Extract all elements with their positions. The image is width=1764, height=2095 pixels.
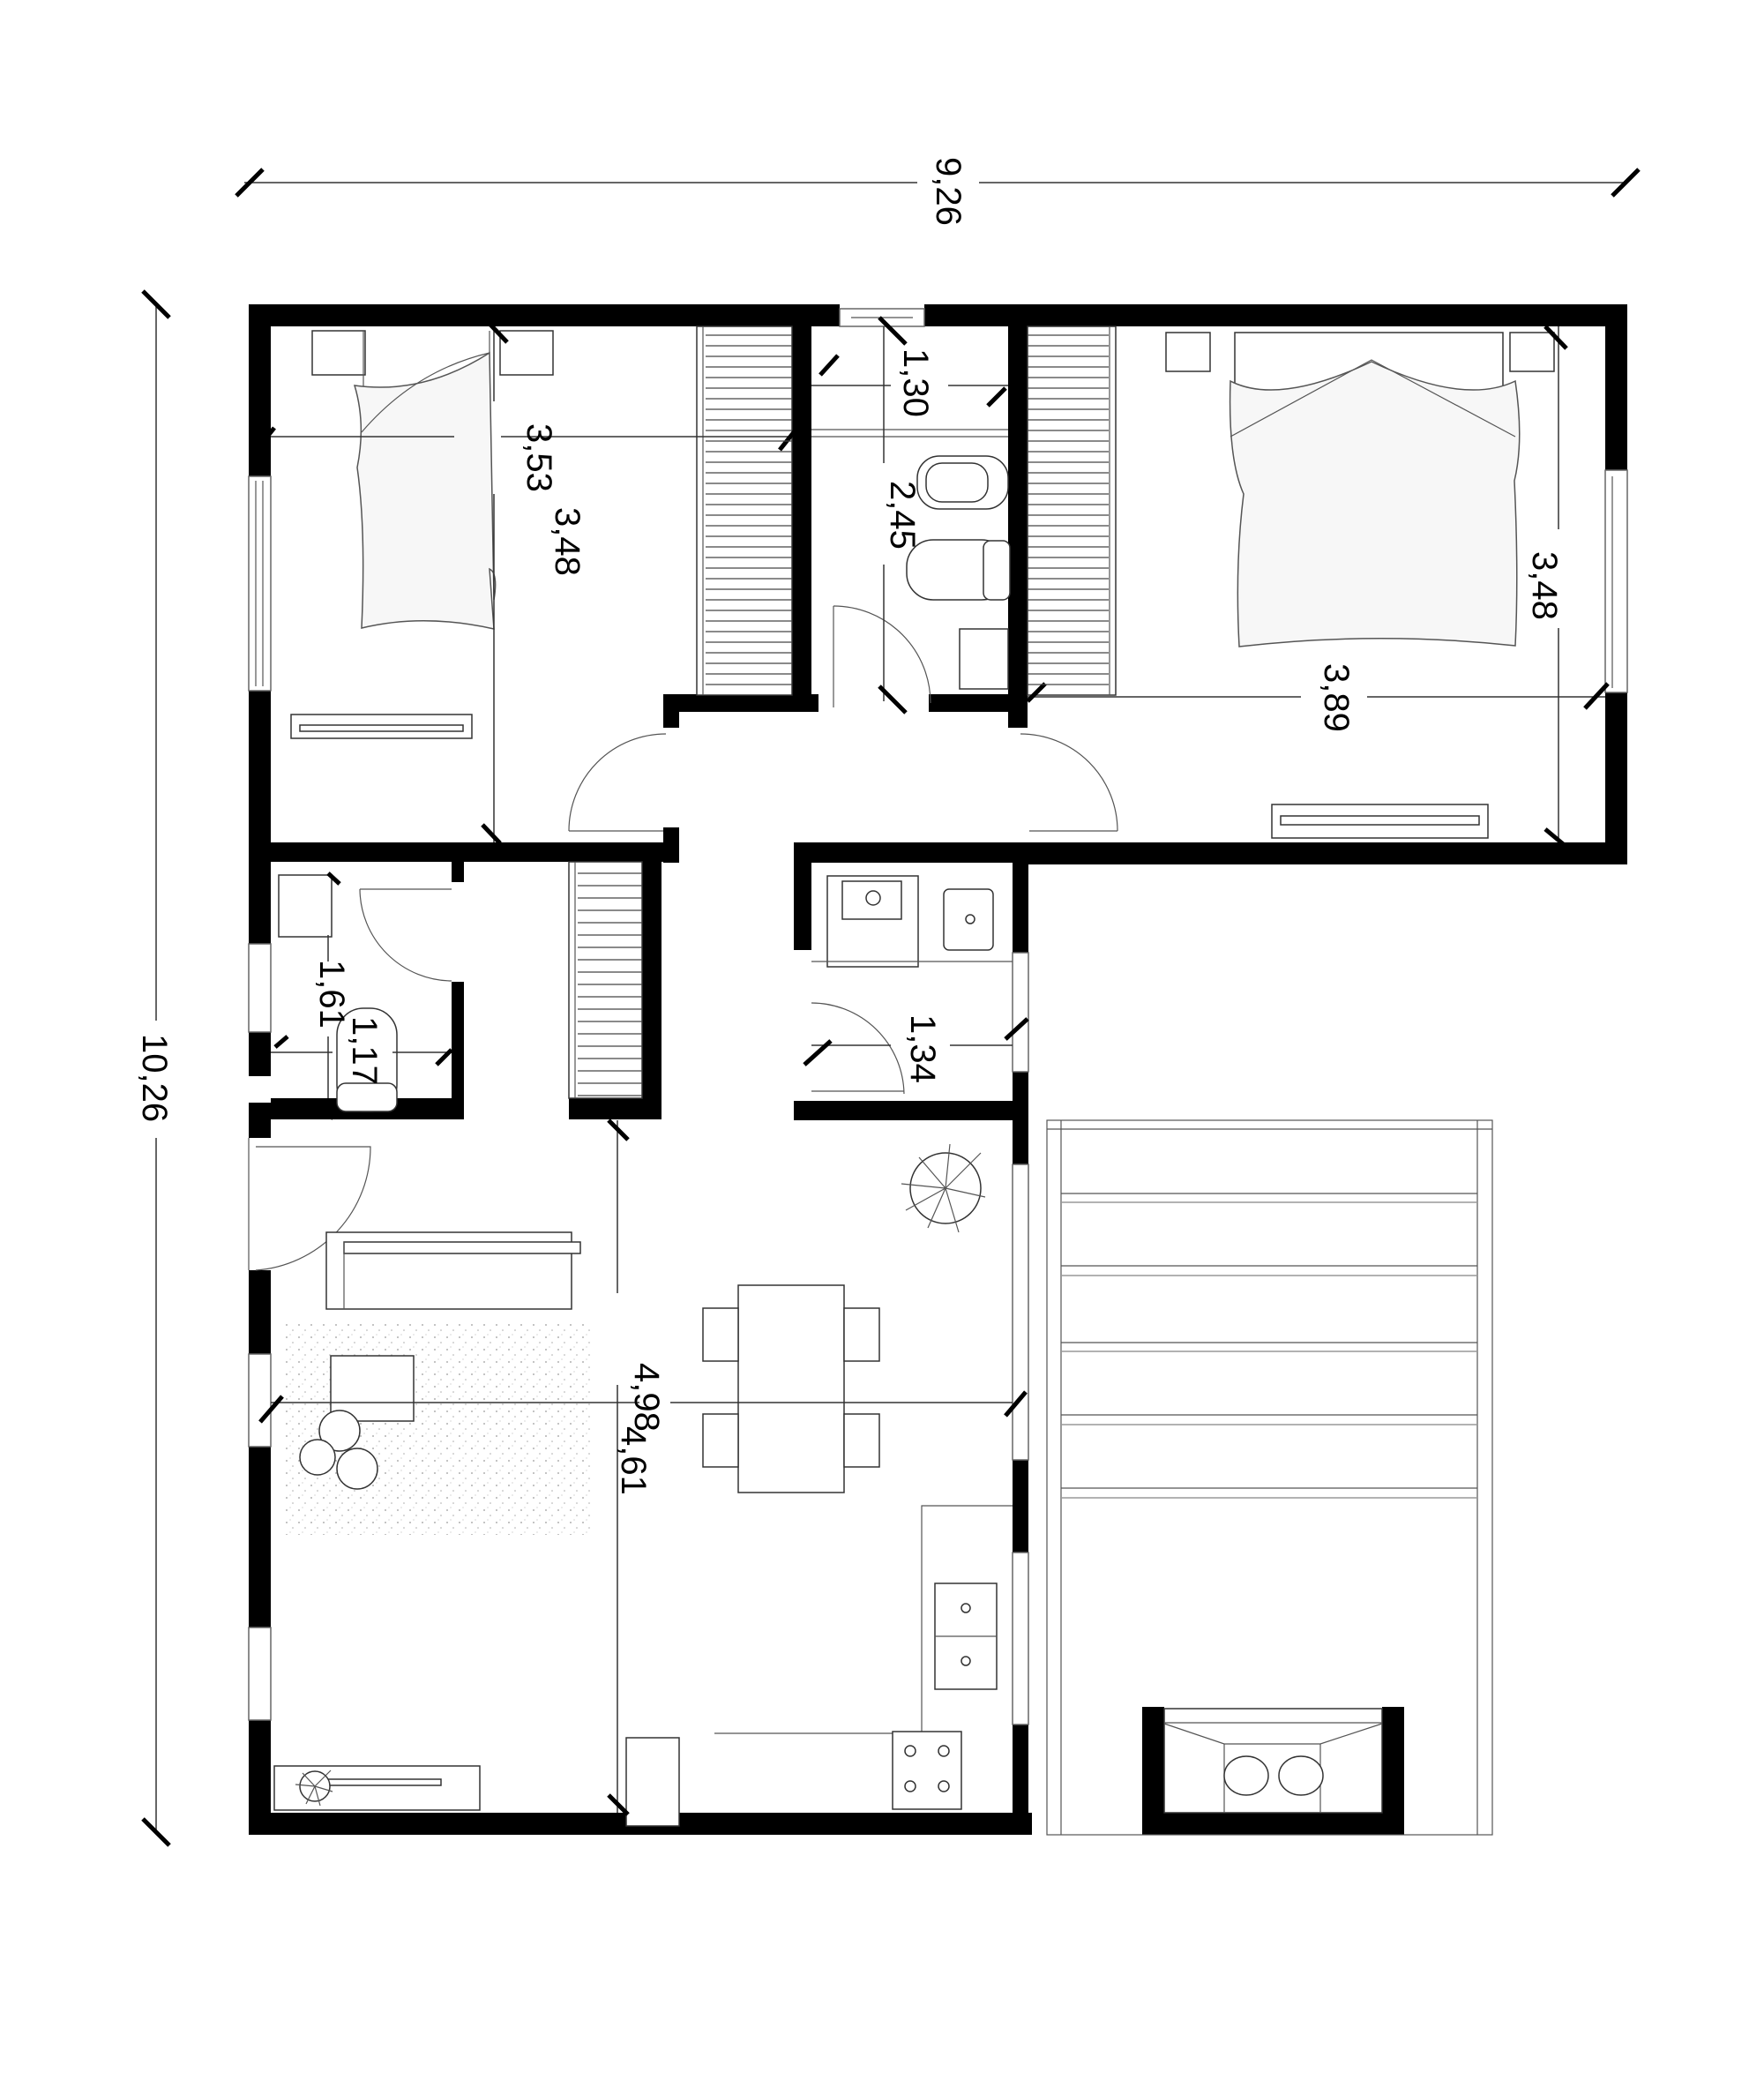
dimension-label: 1,30 [896,348,935,417]
nightstand [499,330,554,376]
dimension-label: 3,89 [1317,663,1356,732]
side-table [318,1410,361,1452]
chair [843,1307,880,1362]
dimension-label-width: 9,26 [929,157,968,226]
dimension-label-height: 10,26 [135,1034,174,1122]
bedroom-1: 3,53 3,48 [255,322,799,845]
chair [702,1307,739,1362]
coffee-table [330,1355,415,1422]
living-dining-kitchen: 4,98 4,61 [258,1119,1028,1827]
dimension-label: 4,98 [627,1363,666,1432]
bathroom-sink [959,628,1009,690]
dimension-label: 1,34 [903,1014,942,1083]
grill [1163,1708,1383,1814]
closet-bedroom-2 [1027,325,1117,696]
dimension-label: 3,48 [548,507,587,576]
nightstand [311,330,366,376]
stove [892,1731,962,1810]
dimension-label: 1,17 [345,1016,384,1085]
windows [248,308,1628,1725]
dimension-label: 2,45 [883,481,922,550]
chair [843,1413,880,1468]
half-bath: 1,61 1,17 [271,872,453,1120]
staircase [568,861,643,1099]
nightstand [1509,332,1555,372]
dimension-height-overall: 10,26 [135,289,174,1847]
walls [249,304,1627,1835]
doors [248,605,1118,1271]
bedroom-2: 3,89 3,48 [1026,325,1610,849]
dimension-label: 3,48 [1525,551,1564,620]
double-bed [1229,361,1521,647]
plant-icon [901,1143,986,1233]
dining-table [737,1284,845,1493]
bathroom-main: 1,30 2,45 [811,316,1011,715]
patio-pergola [1046,1119,1493,1836]
sink [278,874,333,938]
chair [702,1413,739,1468]
laundry: 1,34 [803,875,1029,1083]
single-bed [353,351,497,630]
dimension-label: 3,53 [519,423,558,492]
dimension-label: 4,61 [614,1426,653,1495]
closet-bedroom-1 [696,325,793,696]
refrigerator [625,1737,680,1827]
plant-icon [295,1770,333,1807]
dimension-width-overall: 9,26 [235,157,1641,226]
dimension-label: 1,61 [312,960,351,1029]
nightstand [1165,332,1211,372]
